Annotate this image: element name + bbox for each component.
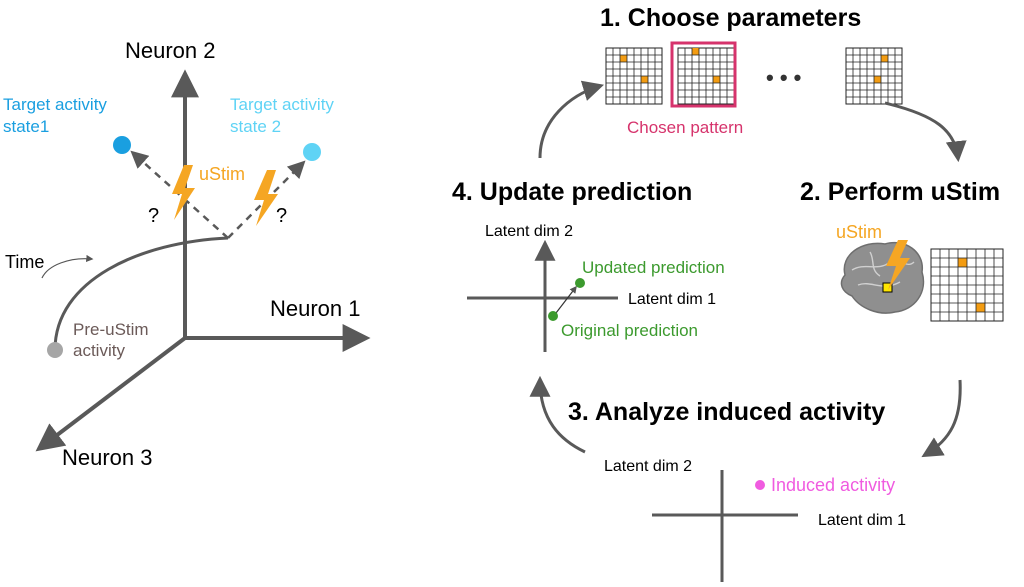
lightning-icon — [886, 240, 910, 290]
chosen-pattern-label: Chosen pattern — [627, 118, 743, 137]
cycle-arrow-1-to-2 — [884, 101, 967, 163]
brain-icon — [840, 241, 925, 314]
dashed-path-1 — [130, 150, 229, 239]
cycle-arrow-3-to-4 — [529, 375, 586, 454]
step3-title: 3. Analyze induced activity — [568, 398, 885, 426]
stim-pattern-grid — [605, 47, 663, 105]
pre-ustim-dot — [47, 342, 63, 358]
stim-electrode — [641, 76, 648, 83]
original-prediction-label: Original prediction — [561, 321, 698, 340]
neuron3-axis — [35, 336, 187, 452]
neuron2-label: Neuron 2 — [125, 38, 216, 63]
target1-label-2: state1 — [3, 117, 49, 136]
stim-electrode — [874, 76, 881, 83]
stim-pattern-grid — [845, 47, 903, 105]
updated-prediction-label: Updated prediction — [582, 258, 725, 277]
time-arrow — [41, 254, 94, 279]
step2-title: 2. Perform uStim — [800, 178, 1000, 206]
closed-loop-panel: 1. Choose parameters Chosen pattern • • … — [452, 4, 1004, 582]
stim-electrode — [881, 55, 888, 62]
question-mark-1: ? — [148, 205, 159, 227]
lightning-icon — [254, 170, 278, 226]
target1-dot — [113, 136, 131, 154]
step4-ylabel: Latent dim 2 — [485, 223, 573, 240]
step1-title: 1. Choose parameters — [600, 4, 861, 32]
chosen-pattern-highlight — [670, 41, 737, 108]
lightning-icon — [172, 165, 195, 220]
neuron1-label: Neuron 1 — [270, 296, 361, 321]
state-space-panel: Neuron 2 Neuron 1 Neuron 3 Time Pre-uSti… — [3, 38, 371, 470]
pre-ustim-label-2: activity — [73, 341, 125, 360]
stim-electrode — [713, 76, 720, 83]
pre-ustim-label-1: Pre-uStim — [73, 320, 149, 339]
question-mark-2: ? — [276, 205, 287, 227]
ustim-label: uStim — [199, 164, 245, 184]
induced-activity-dot — [755, 480, 765, 490]
prediction-update-arrow — [555, 285, 577, 314]
step3-xlabel: Latent dim 1 — [818, 512, 906, 529]
induced-activity-label: Induced activity — [771, 475, 895, 495]
stim-electrode — [692, 48, 699, 55]
updated-prediction-dot — [575, 278, 585, 288]
stim-pattern-grid-chosen — [677, 47, 735, 105]
neuron3-label: Neuron 3 — [62, 445, 153, 470]
stim-electrode — [976, 303, 985, 312]
step3-ylabel: Latent dim 2 — [604, 458, 692, 475]
target1-label-1: Target activity — [3, 95, 107, 114]
step2-ustim-label: uStim — [836, 222, 882, 242]
target2-label-1: Target activity — [230, 95, 334, 114]
time-label: Time — [5, 252, 44, 272]
cycle-arrow-4-to-1 — [538, 80, 605, 159]
target2-label-2: state 2 — [230, 117, 281, 136]
ellipsis: • • • — [766, 65, 801, 90]
target2-dot — [303, 143, 321, 161]
step4-title: 4. Update prediction — [452, 178, 692, 206]
activity-trajectory — [53, 236, 229, 351]
original-prediction-dot — [548, 311, 558, 321]
cycle-arrow-2-to-3 — [921, 379, 962, 458]
stim-electrode — [620, 55, 627, 62]
step4-xlabel: Latent dim 1 — [628, 291, 716, 308]
performed-pattern-grid — [930, 248, 1004, 322]
stim-electrode — [958, 258, 967, 267]
